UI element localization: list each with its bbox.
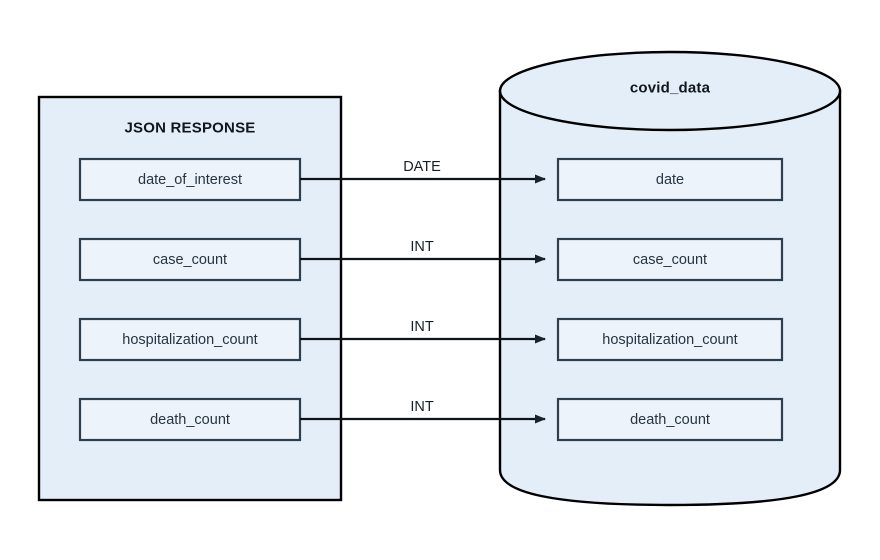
target-field-label-death-count: death_count — [630, 412, 710, 428]
target-field-label-date: date — [655, 172, 685, 188]
source-field-box-1[interactable] — [78, 237, 302, 282]
target-fields — [556, 157, 784, 442]
edge-type-label-case-count: INT — [410, 239, 434, 255]
target-field-box-0[interactable] — [556, 157, 784, 202]
cylinder-body — [498, 89, 842, 507]
edges — [300, 174, 546, 424]
target-db-title: covid_data — [629, 79, 711, 97]
target-field-box-2[interactable] — [556, 317, 784, 362]
source-fields — [78, 157, 302, 442]
edge-type-label-date: DATE — [403, 159, 441, 175]
source-field-label-death-count: death_count — [150, 412, 230, 428]
target-field-box-3[interactable] — [556, 397, 784, 442]
edge-type-label-hospitalization-count: INT — [410, 319, 434, 335]
target-field-label-hospitalization-count: hospitalization_count — [602, 332, 738, 348]
target-field-label-case-count: case_count — [632, 252, 708, 268]
source-field-label-date-of-interest: date_of_interest — [138, 172, 242, 188]
cylinder-top-ellipse — [498, 50, 842, 132]
source-field-label-case-count: case_count — [152, 252, 228, 268]
edge-type-label-death-count: INT — [410, 399, 434, 415]
source-field-box-3[interactable] — [78, 397, 302, 442]
source-field-box-2[interactable] — [78, 317, 302, 362]
source-field-box-0[interactable] — [78, 157, 302, 202]
target-field-box-1[interactable] — [556, 237, 784, 282]
source-field-label-hospitalization-count: hospitalization_count — [122, 332, 258, 348]
source-panel-title: JSON RESPONSE — [124, 119, 256, 137]
